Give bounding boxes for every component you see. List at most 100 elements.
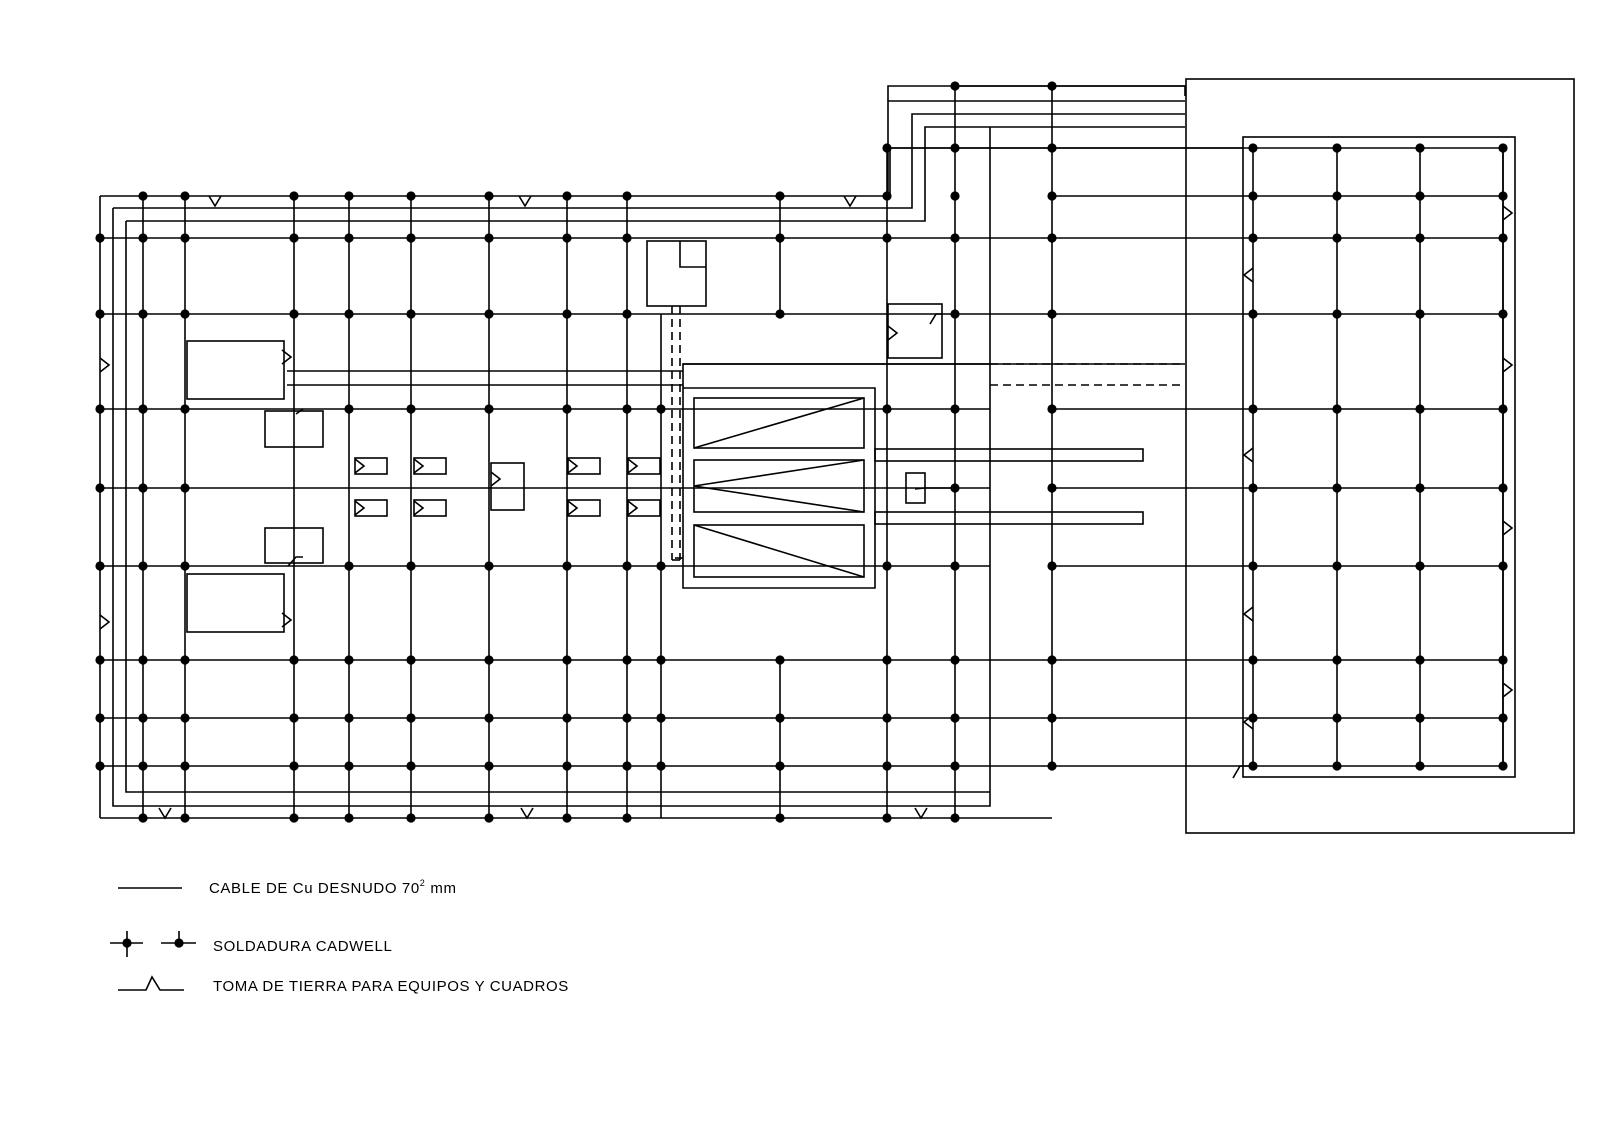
weld-dot <box>1248 561 1258 571</box>
weld-dot <box>1332 404 1342 414</box>
weld-dot <box>138 713 148 723</box>
legend-weld-dot <box>122 938 132 948</box>
weld-dot <box>1498 404 1508 414</box>
weld-dot <box>1415 655 1425 665</box>
weld-dot <box>95 309 105 319</box>
weld-dot <box>1498 713 1508 723</box>
equipment-box <box>490 462 525 511</box>
weld-dot <box>1248 761 1258 771</box>
cable-segment <box>125 221 990 793</box>
weld-dot <box>1332 561 1342 571</box>
weld-dot <box>406 233 416 243</box>
weld-dot <box>1498 561 1508 571</box>
weld-dot <box>1047 143 1057 153</box>
weld-dot <box>1047 191 1057 201</box>
weld-dot <box>1415 561 1425 571</box>
weld-dot <box>1498 483 1508 493</box>
ground-tap-symbol <box>567 500 579 516</box>
ground-tap-symbol <box>99 614 111 630</box>
weld-dot <box>950 309 960 319</box>
equipment-box <box>354 457 388 475</box>
weld-dot <box>138 561 148 571</box>
cable-segment <box>887 85 1186 101</box>
weld-dot <box>406 655 416 665</box>
legend-weld-label: SOLDADURA CADWELL <box>213 938 392 955</box>
ground-tap-symbol <box>914 807 928 820</box>
weld-dot <box>562 761 572 771</box>
weld-dot <box>406 713 416 723</box>
switchyard-inner-loop <box>1242 136 1516 778</box>
weld-dot <box>180 761 190 771</box>
weld-dot <box>656 655 666 665</box>
weld-dot <box>1047 81 1057 91</box>
weld-dot <box>1248 713 1258 723</box>
weld-dot <box>775 713 785 723</box>
weld-dot <box>1415 713 1425 723</box>
ground-tap-symbol <box>1502 205 1514 221</box>
ground-tap-symbol <box>1242 447 1254 463</box>
weld-dot <box>950 81 960 91</box>
ground-tap-symbol <box>281 349 293 365</box>
ground-tap-symbol <box>208 195 222 208</box>
weld-dot <box>775 655 785 665</box>
weld-dot <box>406 191 416 201</box>
weld-dot <box>484 561 494 571</box>
weld-dot <box>1415 483 1425 493</box>
weld-dot <box>882 713 892 723</box>
weld-dot <box>180 655 190 665</box>
cable-segment <box>914 487 955 490</box>
weld-dot <box>775 191 785 201</box>
weld-dot <box>289 761 299 771</box>
weld-dot <box>138 655 148 665</box>
weld-dot <box>180 404 190 414</box>
weld-dot <box>622 404 632 414</box>
weld-dot <box>406 404 416 414</box>
ground-tap-symbol <box>518 195 532 208</box>
legend-symbols <box>110 887 196 991</box>
weld-dot <box>622 813 632 823</box>
ground-tap-symbol <box>843 195 857 208</box>
weld-dot <box>1248 483 1258 493</box>
weld-dot <box>562 713 572 723</box>
weld-dot <box>950 404 960 414</box>
weld-dot <box>406 561 416 571</box>
weld-dot <box>882 761 892 771</box>
weld-dot <box>1248 309 1258 319</box>
transformer-diagonal <box>693 459 865 513</box>
equipment-box <box>567 499 601 517</box>
weld-dot <box>1248 655 1258 665</box>
weld-dot <box>1332 713 1342 723</box>
weld-dot <box>1332 143 1342 153</box>
weld-dot <box>775 813 785 823</box>
weld-dot <box>406 309 416 319</box>
ground-tap-symbol <box>1502 682 1514 698</box>
control-panel-outline <box>646 240 707 307</box>
weld-dot <box>344 191 354 201</box>
weld-dot <box>562 309 572 319</box>
equipment-box <box>354 499 388 517</box>
weld-dot <box>344 713 354 723</box>
cabinet-outline <box>887 303 943 359</box>
weld-dot <box>180 483 190 493</box>
weld-dot <box>406 813 416 823</box>
ground-tap-symbol <box>413 500 425 516</box>
ground-tap-symbol <box>354 500 366 516</box>
weld-dot <box>484 655 494 665</box>
weld-dot <box>484 813 494 823</box>
weld-dot <box>484 404 494 414</box>
weld-dot <box>344 233 354 243</box>
weld-dot <box>950 761 960 771</box>
weld-dot <box>882 404 892 414</box>
ground-tap-symbol <box>1242 606 1254 622</box>
ground-tap-symbol <box>413 458 425 474</box>
weld-dot <box>344 309 354 319</box>
weld-dot <box>950 813 960 823</box>
weld-dot <box>950 191 960 201</box>
weld-dot <box>484 233 494 243</box>
weld-dot <box>950 561 960 571</box>
weld-dot <box>1047 761 1057 771</box>
weld-dot <box>1047 233 1057 243</box>
ground-tap-symbol <box>1502 357 1514 373</box>
weld-dot <box>1248 191 1258 201</box>
weld-dot <box>1332 309 1342 319</box>
